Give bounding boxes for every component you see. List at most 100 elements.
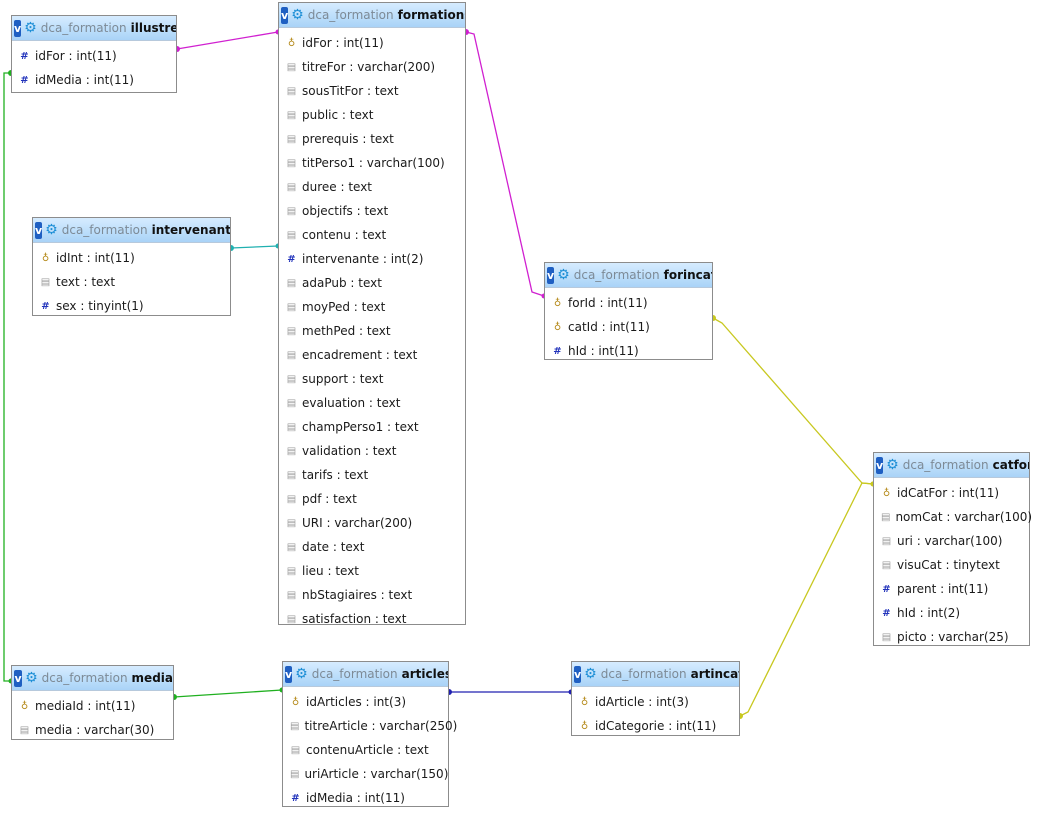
field-row[interactable]: ▤contenuArticle : text <box>283 738 448 762</box>
database-name: dca_formation <box>41 671 128 685</box>
gear-icon[interactable]: ⚙ <box>295 666 308 682</box>
field-row[interactable]: ▤titreArticle : varchar(250) <box>283 714 457 738</box>
field-label: idCategorie : int(11) <box>595 719 717 733</box>
field-row[interactable]: ▤moyPed : text <box>279 295 465 319</box>
text-field-icon: ▤ <box>286 325 297 337</box>
field-row[interactable]: #intervenante : int(2) <box>279 247 465 271</box>
field-row[interactable]: ▤tarifs : text <box>279 463 465 487</box>
field-label: titreArticle : varchar(250) <box>304 719 458 733</box>
field-row[interactable]: ▤objectifs : text <box>279 199 465 223</box>
database-name: dca_formation <box>600 667 687 681</box>
field-row[interactable]: ♁idArticle : int(3) <box>572 690 739 714</box>
field-row[interactable]: ▤public : text <box>279 103 465 127</box>
table-name: illustre <box>130 21 176 35</box>
field-row[interactable]: ▤nbStagiaires : text <box>279 583 465 607</box>
gear-icon[interactable]: ⚙ <box>25 670 38 686</box>
field-row[interactable]: ▤evaluation : text <box>279 391 465 415</box>
view-toggle-icon[interactable]: v <box>574 665 582 683</box>
view-toggle-icon[interactable]: v <box>14 669 23 687</box>
field-row[interactable]: ▤titreFor : varchar(200) <box>279 55 465 79</box>
field-row[interactable]: ▤URI : varchar(200) <box>279 511 465 535</box>
field-row[interactable]: ♁idFor : int(11) <box>279 31 465 55</box>
gear-icon[interactable]: ⚙ <box>24 20 37 36</box>
field-list: ♁mediaId : int(11)▤media : varchar(30) <box>12 691 173 742</box>
field-row[interactable]: ▤satisfaction : text <box>279 607 465 631</box>
gear-icon[interactable]: ⚙ <box>557 267 570 283</box>
field-label: nomCat : varchar(100) <box>895 510 1033 524</box>
field-row[interactable]: ♁ idCategorie : int(11) <box>572 714 739 738</box>
gear-icon[interactable]: ⚙ <box>45 222 58 238</box>
field-label: URI : varchar(200) <box>302 516 413 530</box>
view-toggle-icon[interactable]: v <box>285 665 293 683</box>
field-row[interactable]: ♁catId : int(11) <box>545 315 712 339</box>
field-row[interactable]: ♁mediaId : int(11) <box>12 694 173 718</box>
field-row[interactable]: ▤adaPub : text <box>279 271 465 295</box>
field-row[interactable]: ▤uriArticle : varchar(150) <box>283 762 448 786</box>
database-name: dca_formation <box>311 667 398 681</box>
view-toggle-icon[interactable]: v <box>281 6 289 24</box>
field-row[interactable]: #sex : tinyint(1) <box>33 294 230 318</box>
view-toggle-icon[interactable]: v <box>876 456 884 474</box>
hash-icon: # <box>882 583 891 595</box>
field-row[interactable]: ▤pdf : text <box>279 487 465 511</box>
view-toggle-icon[interactable]: v <box>35 221 43 239</box>
key-icon: ♁ <box>580 720 589 732</box>
text-field-icon: ▤ <box>286 445 297 457</box>
field-row[interactable]: ▤duree : text <box>279 175 465 199</box>
text-field-icon: ▤ <box>286 157 297 169</box>
field-row[interactable]: ▤titPerso1 : varchar(100) <box>279 151 465 175</box>
field-row[interactable]: ▤lieu : text <box>279 559 465 583</box>
gear-icon[interactable]: ⚙ <box>886 457 899 473</box>
field-row[interactable]: #parent : int(11) <box>874 577 1029 601</box>
field-row[interactable]: ▤champPerso1 : text <box>279 415 465 439</box>
text-field-icon: ▤ <box>286 301 297 313</box>
field-row[interactable]: ♁forId : int(11) <box>545 291 712 315</box>
field-row[interactable]: ▤text : text <box>33 270 230 294</box>
view-toggle-icon[interactable]: v <box>547 266 555 284</box>
field-row[interactable]: ♁idCatFor : int(11) <box>874 481 1029 505</box>
field-row[interactable]: #idFor : int(11) <box>12 44 176 68</box>
field-row[interactable]: ▤nomCat : varchar(100) <box>874 505 1033 529</box>
field-row[interactable]: #hId : int(2) <box>874 601 1029 625</box>
field-row[interactable]: ♁idArticles : int(3) <box>283 690 448 714</box>
field-row[interactable]: ▤contenu : text <box>279 223 465 247</box>
field-label: encadrement : text <box>302 348 418 362</box>
field-row[interactable]: ♁idInt : int(11) <box>33 246 230 270</box>
field-row[interactable]: #hId : int(11) <box>545 339 712 363</box>
field-row[interactable]: #idMedia : int(11) <box>283 786 448 810</box>
field-row[interactable]: ▤visuCat : tinytext <box>874 553 1029 577</box>
field-row[interactable]: ▤picto : varchar(25) <box>874 625 1029 649</box>
field-row[interactable]: #idMedia : int(11) <box>12 68 176 92</box>
gear-icon[interactable]: ⚙ <box>584 666 597 682</box>
field-row[interactable]: ▤methPed : text <box>279 319 465 343</box>
field-row[interactable]: ▤prerequis : text <box>279 127 465 151</box>
field-row[interactable]: ▤support : text <box>279 367 465 391</box>
field-row[interactable]: ▤sousTitFor : text <box>279 79 465 103</box>
field-row[interactable]: ▤validation : text <box>279 439 465 463</box>
view-toggle-icon[interactable]: v <box>14 19 22 37</box>
relation-forincat-catfor <box>712 317 874 485</box>
field-row[interactable]: ▤date : text <box>279 535 465 559</box>
table-name: articles <box>401 667 448 681</box>
gear-icon[interactable]: ⚙ <box>291 7 304 23</box>
field-row[interactable]: ▤uri : varchar(100) <box>874 529 1029 553</box>
field-row[interactable]: ▤encadrement : text <box>279 343 465 367</box>
key-icon: ♁ <box>580 696 589 708</box>
field-row[interactable]: ▤media : varchar(30) <box>12 718 173 742</box>
